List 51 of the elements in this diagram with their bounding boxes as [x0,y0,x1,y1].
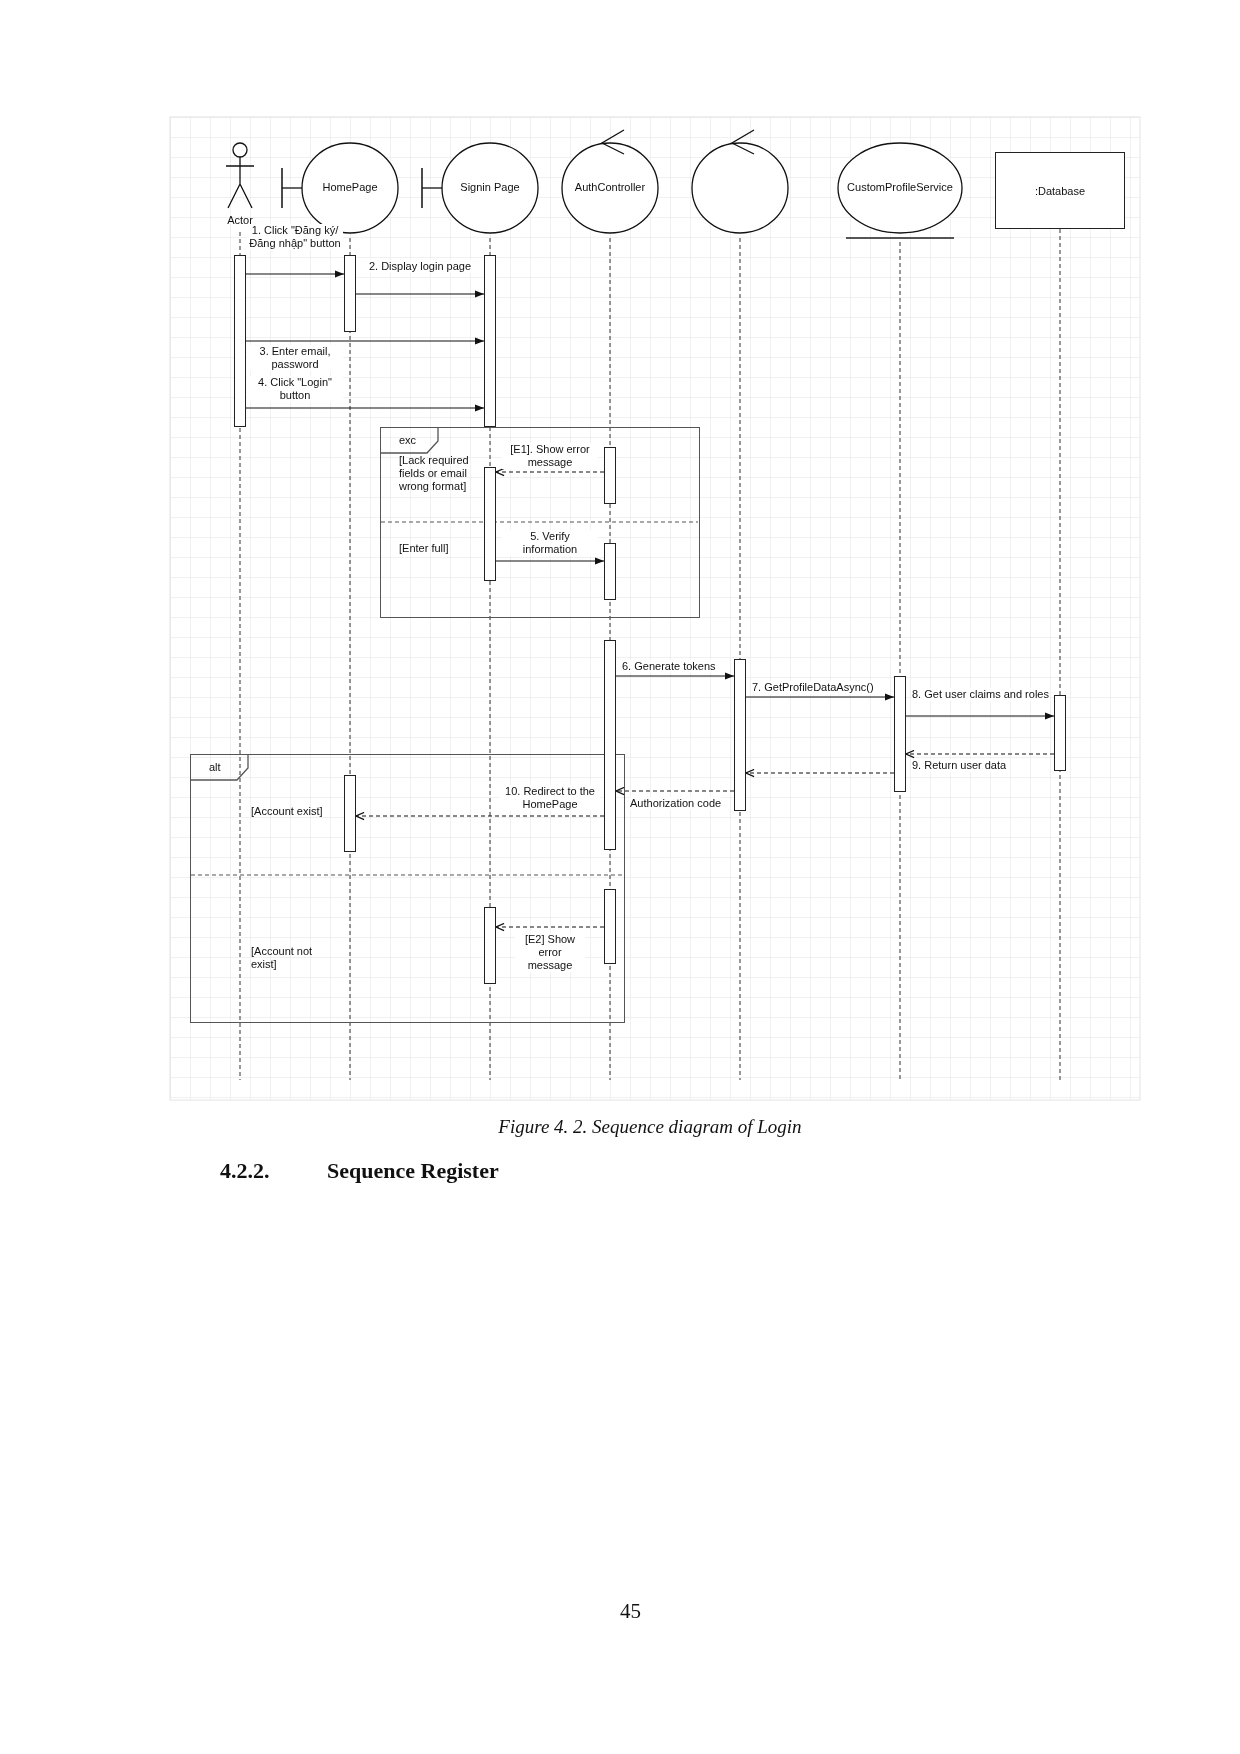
return-message-arrow [355,811,605,821]
combined-fragment [380,427,700,618]
message-label: [E1]. Show error message [502,443,598,469]
message-arrow [245,270,345,278]
message-label: 4. Click "Login" button [247,376,343,402]
message-label: 6. Generate tokens [622,660,716,673]
message-label: 10. Redirect to the HomePage [500,785,600,811]
message-label: 7. GetProfileDataAsync() [752,681,874,694]
message-label: 8. Get user claims and roles [912,688,1050,701]
activation-bar [1054,695,1066,771]
message-label: Authorization code [630,797,722,810]
page-number: 45 [620,1598,641,1624]
message-arrow [905,712,1055,720]
message-arrow [245,337,485,345]
activation-bar [894,676,906,792]
combined-fragment [190,754,625,1023]
fragment-operator-tab: exc [381,428,439,454]
activation-bar [234,255,246,427]
message-arrow [615,672,735,680]
activation-bar [734,659,746,811]
fragment-operator-tab: alt [191,755,249,781]
section-number: 4.2.2. [220,1158,270,1184]
message-arrow [495,557,605,565]
return-message-arrow [495,467,605,477]
return-message-arrow [495,922,605,932]
section-heading: Sequence Register [327,1158,499,1184]
activation-bar [484,255,496,427]
return-message-arrow [615,786,735,796]
message-label: 3. Enter email, password [247,345,343,371]
guard-condition: [Account not exist] [251,945,314,971]
message-arrow [745,693,895,701]
message-label: 9. Return user data [912,759,1007,772]
message-arrow [355,290,485,298]
activation-bar [604,640,616,850]
guard-condition: [Account exist] [251,805,324,818]
actor-label: Actor [226,214,254,226]
guard-condition: [Lack required fields or email wrong format] [399,454,470,493]
return-message-arrow [745,768,895,778]
figure-caption: Figure 4. 2. Sequence diagram of Login [497,1116,803,1138]
object-name: AuthController [573,181,647,194]
object-name: Signin Page [459,181,521,194]
object-box: :Database [995,152,1125,229]
activation-bar [344,255,356,332]
return-message-arrow [905,749,1055,759]
object-name: HomePage [321,181,379,194]
message-label: [E2] Show error message [515,933,585,972]
message-label: 1. Click "Đăng ký/ Đăng nhập" button [247,224,343,250]
guard-condition: [Enter full] [399,542,450,555]
message-arrow [245,404,485,412]
message-label: 5. Verify information [502,530,598,556]
object-name: CustomProfileService [846,181,954,194]
